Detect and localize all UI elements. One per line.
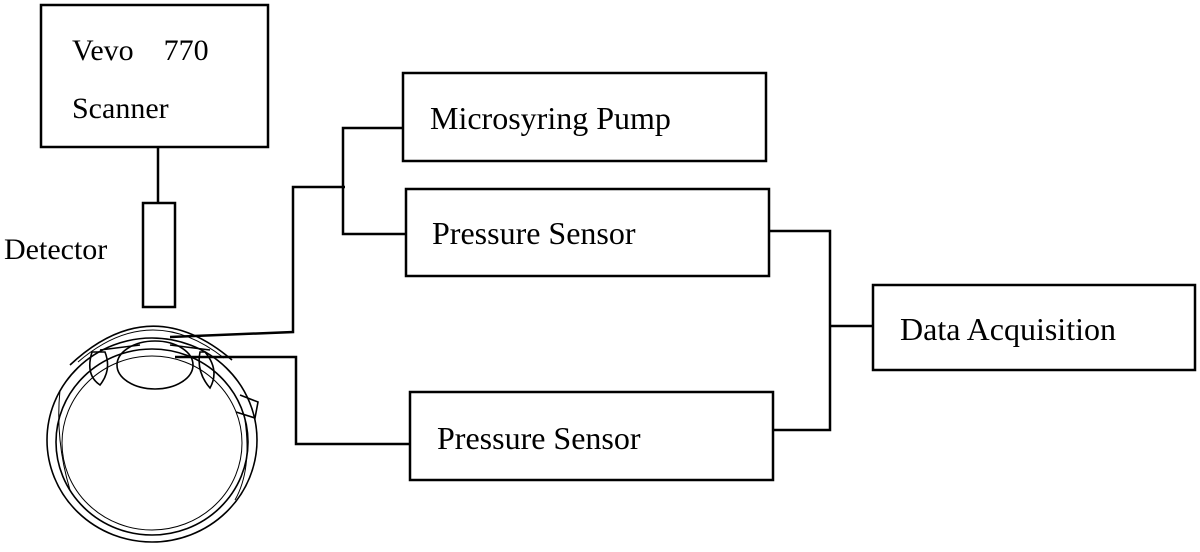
scanner-box bbox=[39, 3, 270, 149]
pump-node: Microsyring Pump bbox=[401, 71, 768, 163]
pump-box bbox=[401, 71, 768, 163]
scanner-label-line1: Vevo 770 bbox=[72, 34, 209, 67]
daq-label: Data Acquisition bbox=[900, 311, 1116, 347]
detector-node: Detector bbox=[4, 201, 177, 309]
sensor-top-node: Pressure Sensor bbox=[404, 187, 771, 278]
cannula-line-upper bbox=[169, 185, 345, 339]
eye-fold-right bbox=[234, 419, 248, 501]
eye-lens bbox=[116, 340, 194, 390]
sensor-bottom-box bbox=[408, 390, 775, 482]
eye-cornea-inner bbox=[77, 329, 225, 363]
branch-pump-sensor bbox=[341, 126, 407, 236]
scanner-label-line2: Scanner bbox=[72, 92, 169, 125]
eye-illustration bbox=[46, 325, 259, 543]
eye-retina bbox=[61, 355, 243, 531]
eye-ciliary-right bbox=[198, 351, 215, 390]
sensor-bottom-node: Pressure Sensor bbox=[408, 390, 775, 482]
daq-box bbox=[871, 283, 1197, 372]
eye-optic-nerve bbox=[235, 394, 259, 420]
detector-probe bbox=[141, 201, 177, 309]
sensor-top-box bbox=[404, 187, 771, 278]
eye-sclera-outer bbox=[46, 337, 258, 543]
eye-ciliary-left bbox=[89, 351, 109, 387]
detector-label: Detector bbox=[4, 233, 107, 266]
sensor-bottom-label: Pressure Sensor bbox=[437, 420, 641, 456]
scanner-node: Vevo 770 Scanner bbox=[39, 3, 270, 149]
cannula-line-lower bbox=[175, 355, 410, 446]
eye-cornea bbox=[69, 325, 233, 366]
sensors-bus bbox=[769, 229, 832, 432]
sensor-top-label: Pressure Sensor bbox=[432, 215, 636, 251]
daq-node: Data Acquisition bbox=[871, 283, 1197, 372]
pump-label: Microsyring Pump bbox=[430, 100, 671, 136]
eye-sclera-inner bbox=[55, 348, 249, 536]
eye-fold-left bbox=[58, 389, 71, 491]
